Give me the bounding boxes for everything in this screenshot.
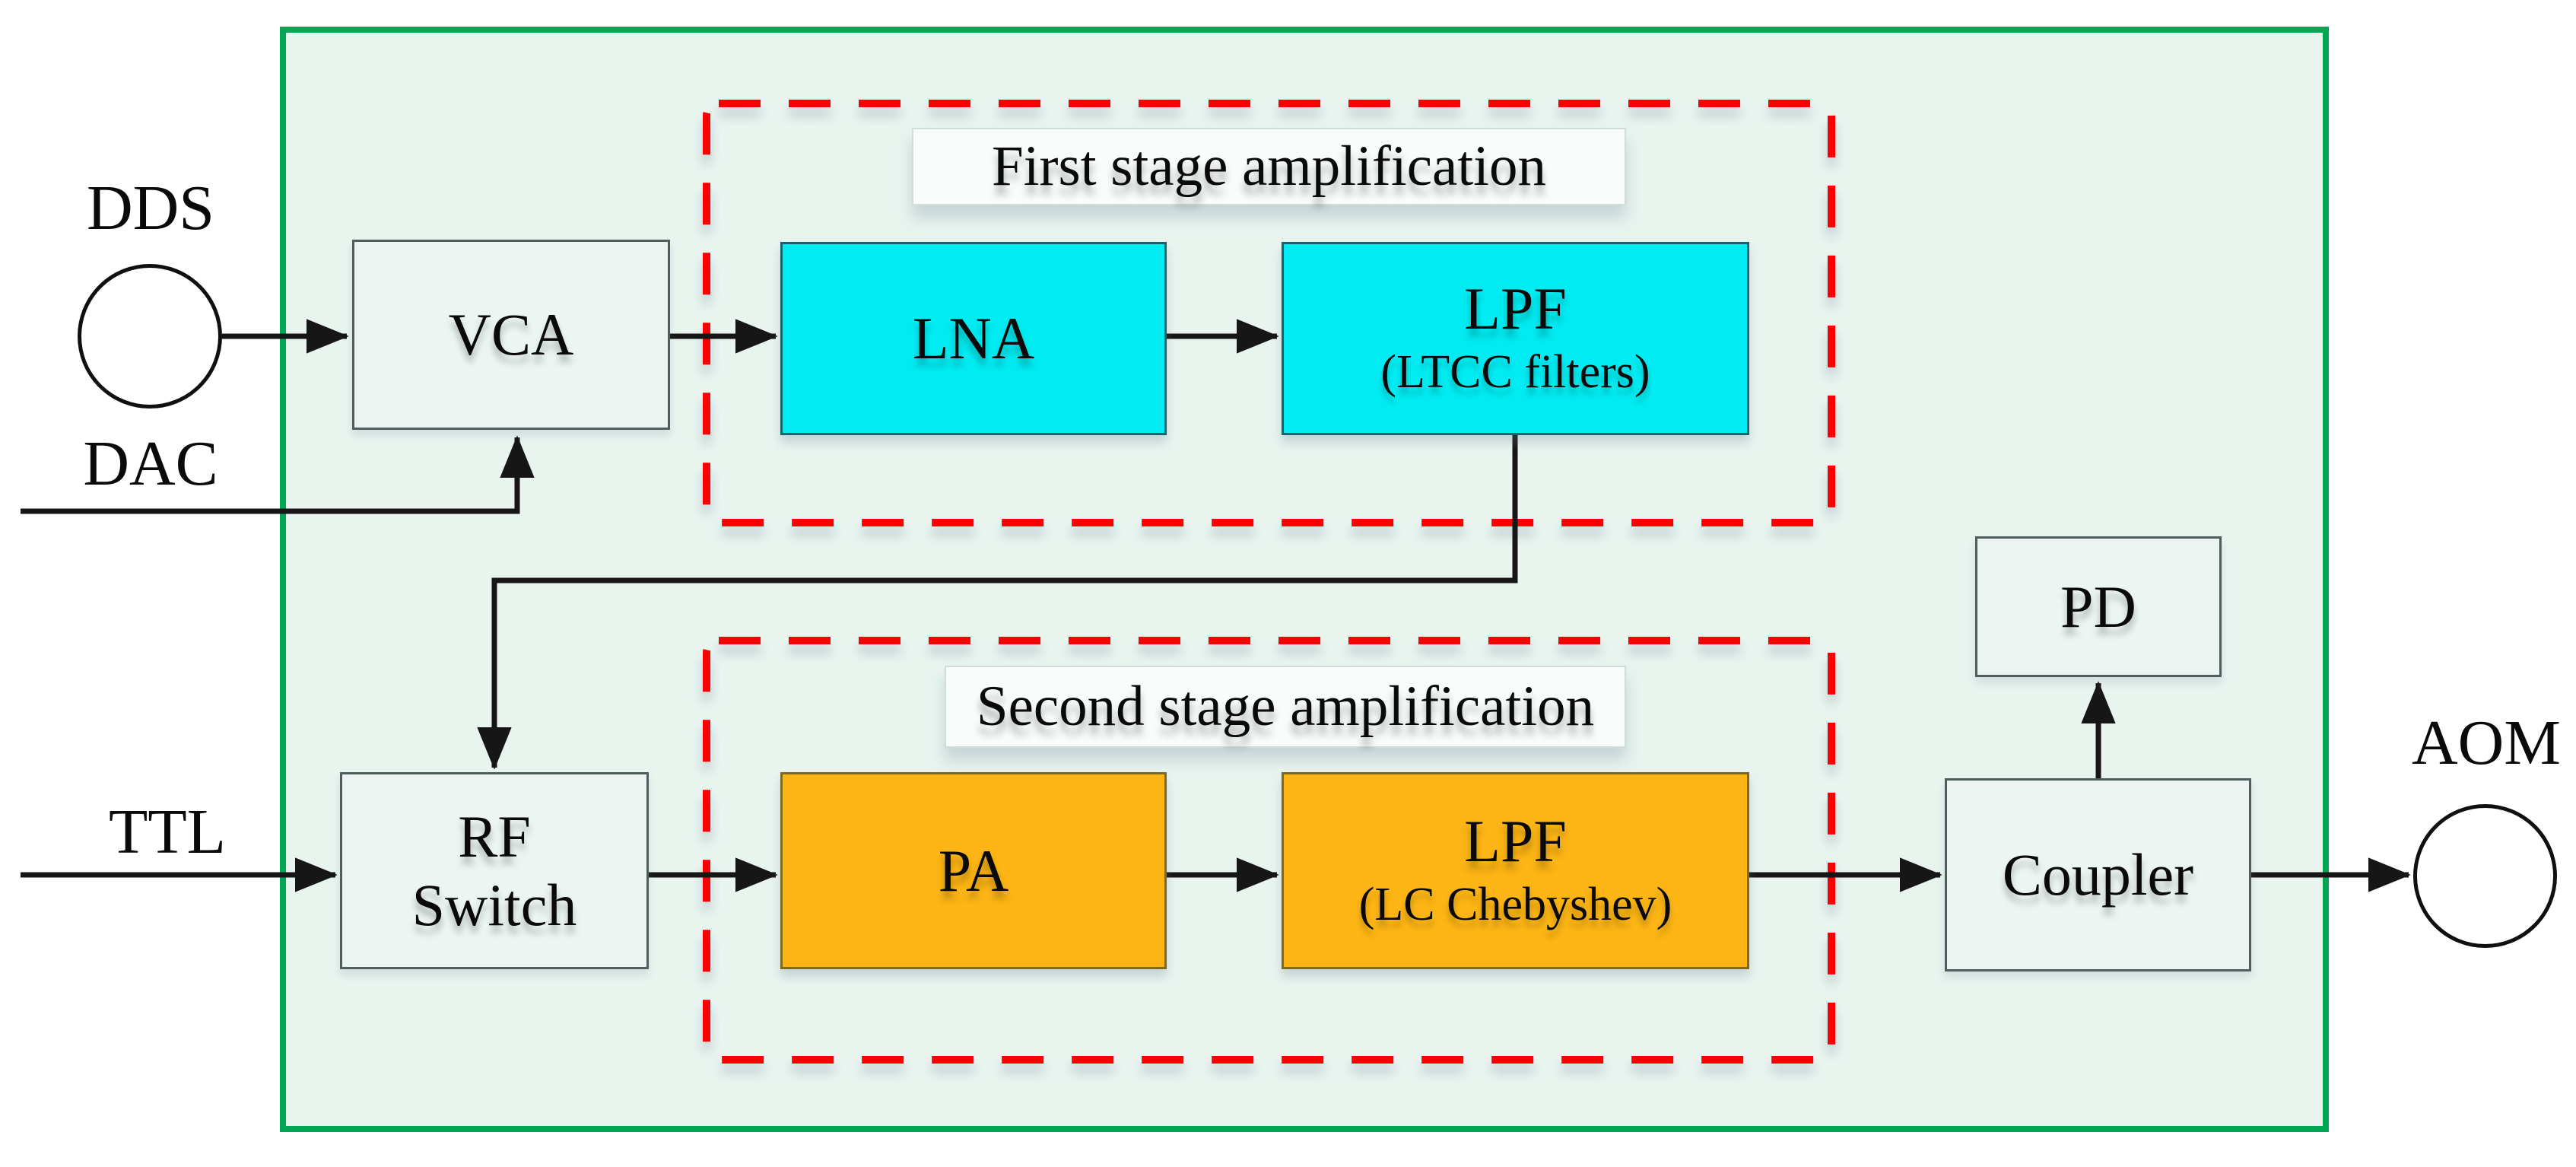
- lpf2-subtitle: (LC Chebyshev): [1358, 878, 1672, 930]
- lpf2-block: LPF (LC Chebyshev): [1282, 772, 1749, 969]
- aom-port-circle: [2413, 804, 2557, 948]
- first-stage-group-label: First stage amplification: [912, 128, 1626, 205]
- ttl-label: TTL: [109, 797, 226, 867]
- lpf1-block: LPF (LTCC filters): [1282, 242, 1749, 435]
- lna-block: LNA: [780, 242, 1167, 435]
- coupler-label: Coupler: [2002, 841, 2194, 908]
- dac-label: DAC: [83, 428, 218, 499]
- second-stage-group-label: Second stage amplification: [945, 666, 1626, 748]
- lpf1-subtitle: (LTCC filters): [1380, 346, 1650, 399]
- rf-switch-label-line1: RF: [458, 803, 531, 870]
- lpf2-title: LPF: [1464, 807, 1567, 874]
- rf-switch-label-line2: Switch: [411, 871, 577, 938]
- lpf1-title: LPF: [1464, 275, 1567, 342]
- second-stage-label-text: Second stage amplification: [976, 675, 1595, 738]
- lna-label: LNA: [912, 305, 1035, 372]
- rf-switch-block: RF Switch: [340, 772, 649, 969]
- pd-label: PD: [2060, 573, 2136, 640]
- vca-label: VCA: [448, 301, 574, 368]
- pa-label: PA: [938, 837, 1009, 904]
- first-stage-label-text: First stage amplification: [991, 135, 1547, 198]
- dds-port-circle: [78, 264, 222, 409]
- pa-block: PA: [780, 772, 1167, 969]
- pd-block: PD: [1975, 536, 2222, 677]
- aom-label: AOM: [2411, 708, 2561, 778]
- coupler-block: Coupler: [1945, 778, 2251, 971]
- dds-label: DDS: [86, 173, 215, 243]
- vca-block: VCA: [352, 240, 670, 430]
